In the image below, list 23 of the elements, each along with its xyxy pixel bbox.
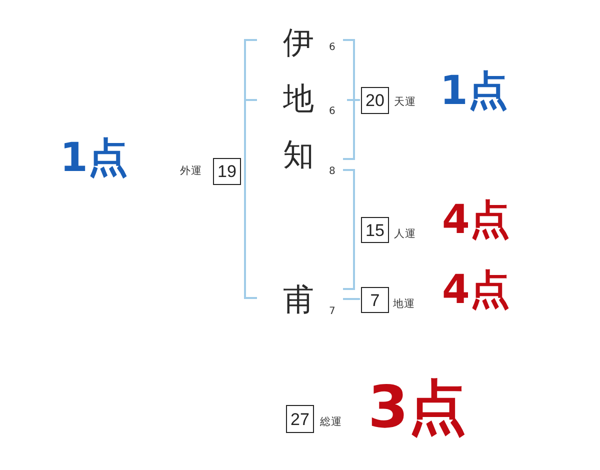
stroke-count: 6 [329, 106, 336, 117]
fortune-number-box: 27 [286, 405, 314, 433]
stroke-count: 7 [329, 306, 336, 317]
stroke-count: 8 [329, 166, 336, 177]
fortune-label: 地運 [393, 298, 415, 311]
fortune-label: 人運 [394, 228, 416, 241]
stroke-count: 6 [329, 42, 336, 53]
score-text: 3点 [368, 376, 466, 440]
name-character: 知 [283, 138, 314, 172]
fortune-number-box: 19 [213, 158, 241, 185]
fortune-label: 総運 [320, 416, 342, 429]
fortune-number-box: 15 [361, 217, 389, 243]
fortune-label: 天運 [394, 96, 416, 109]
name-character: 地 [283, 82, 314, 116]
name-character: 甫 [283, 283, 314, 318]
score-text: 1点 [440, 69, 508, 113]
fortune-number-box: 7 [361, 287, 389, 313]
fortune-label: 外運 [180, 165, 202, 178]
score-text: 1点 [60, 136, 128, 180]
score-text: 4点 [442, 268, 510, 312]
name-character: 伊 [283, 26, 314, 60]
fortune-number-box: 20 [361, 87, 389, 114]
score-text: 4点 [442, 198, 510, 242]
